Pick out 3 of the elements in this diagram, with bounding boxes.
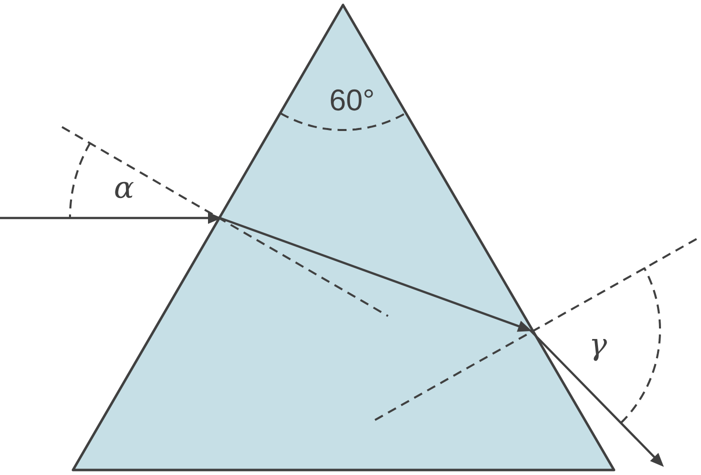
angle-label: 60° (330, 89, 373, 111)
angle-label: γ (592, 339, 607, 361)
angle-label: α (115, 182, 134, 198)
